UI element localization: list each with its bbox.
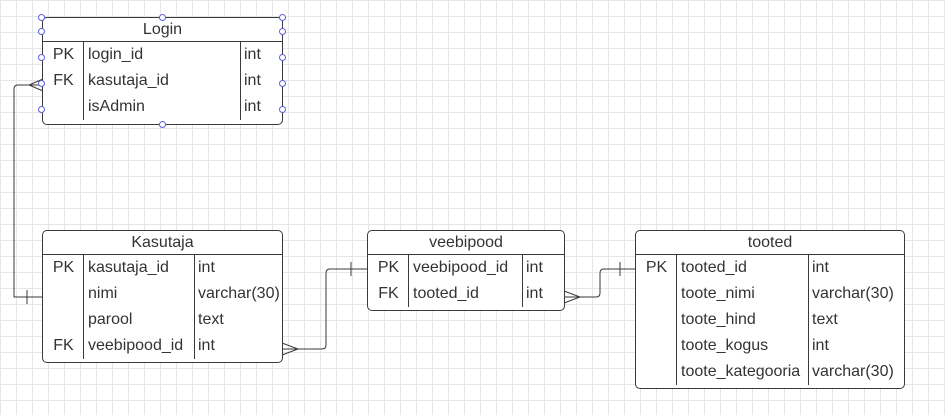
field-type: int bbox=[198, 337, 215, 354]
connector-tooted-veebipood[interactable] bbox=[563, 262, 636, 304]
key-label bbox=[43, 307, 84, 333]
selection-handle[interactable] bbox=[38, 28, 45, 35]
entity-title: tooted bbox=[636, 231, 904, 255]
entity-fields: PK login_id int FK kasutaja_id int isAdm… bbox=[43, 42, 282, 120]
key-label: PK bbox=[377, 259, 400, 276]
field-name: kasutaja_id bbox=[88, 259, 169, 276]
field-type: text bbox=[812, 311, 838, 328]
field-row[interactable]: toote_nimi varchar(30) bbox=[636, 281, 904, 307]
field-type: int bbox=[812, 337, 829, 354]
selection-handle[interactable] bbox=[38, 106, 45, 113]
selection-handle[interactable] bbox=[279, 54, 286, 61]
key-label: FK bbox=[53, 337, 74, 354]
crowfoot-marker bbox=[281, 342, 300, 356]
key-label: PK bbox=[52, 46, 75, 63]
entity-title: veebipood bbox=[368, 231, 564, 255]
entity-title: Kasutaja bbox=[43, 231, 282, 255]
key-label: PK bbox=[645, 259, 668, 276]
field-row[interactable]: PK login_id int bbox=[43, 42, 282, 68]
key-label: FK bbox=[53, 72, 74, 89]
field-name: toote_nimi bbox=[681, 285, 755, 302]
field-name: toote_hind bbox=[681, 311, 756, 328]
key-label bbox=[636, 307, 677, 333]
field-row[interactable]: isAdmin int bbox=[43, 94, 282, 120]
selection-handle[interactable] bbox=[159, 14, 166, 21]
key-label bbox=[43, 94, 84, 120]
key-label bbox=[636, 359, 677, 385]
field-row[interactable]: PK veebipood_id int bbox=[368, 255, 564, 281]
key-label: PK bbox=[52, 259, 75, 276]
field-type: varchar(30) bbox=[812, 363, 894, 380]
column-divider bbox=[408, 255, 409, 307]
field-name: veebipood_id bbox=[88, 337, 184, 354]
entity-fields: PK veebipood_id int FK tooted_id int bbox=[368, 255, 564, 307]
column-divider bbox=[83, 42, 84, 120]
field-type: int bbox=[244, 46, 261, 63]
connector-veebipood-kasutaja[interactable] bbox=[281, 262, 368, 356]
field-row[interactable]: FK kasutaja_id int bbox=[43, 68, 282, 94]
field-name: login_id bbox=[88, 46, 144, 63]
column-divider bbox=[522, 255, 523, 307]
entity-kasutaja[interactable]: Kasutaja PK kasutaja_id int nimi varchar… bbox=[42, 230, 283, 363]
column-divider bbox=[808, 255, 809, 385]
connector-path bbox=[13, 84, 43, 298]
column-divider bbox=[83, 255, 84, 359]
selection-handle[interactable] bbox=[159, 121, 166, 128]
field-name: nimi bbox=[88, 285, 118, 302]
field-row[interactable]: toote_hind text bbox=[636, 307, 904, 333]
field-type: int bbox=[526, 285, 543, 302]
selection-handle[interactable] bbox=[38, 54, 45, 61]
field-name: veebipood_id bbox=[413, 259, 509, 276]
field-type: varchar(30) bbox=[198, 285, 280, 302]
field-type: text bbox=[198, 311, 224, 328]
field-type: int bbox=[244, 98, 261, 115]
key-label bbox=[43, 281, 84, 307]
field-row[interactable]: toote_kogus int bbox=[636, 333, 904, 359]
field-name: toote_kogus bbox=[681, 337, 769, 354]
field-name: kasutaja_id bbox=[88, 72, 169, 89]
field-type: int bbox=[812, 259, 829, 276]
field-row[interactable]: FK veebipood_id int bbox=[43, 333, 282, 359]
entity-fields: PK tooted_id int toote_nimi varchar(30) … bbox=[636, 255, 904, 385]
field-name: isAdmin bbox=[88, 98, 145, 115]
selection-handle[interactable] bbox=[279, 14, 286, 21]
column-divider bbox=[676, 255, 677, 385]
selection-handle[interactable] bbox=[38, 80, 45, 87]
connector-path bbox=[282, 268, 368, 350]
field-row[interactable]: PK kasutaja_id int bbox=[43, 255, 282, 281]
field-name: parool bbox=[88, 311, 133, 328]
entity-title: Login bbox=[43, 18, 282, 42]
connector-kasutaja-login[interactable] bbox=[13, 78, 44, 304]
field-type: varchar(30) bbox=[812, 285, 894, 302]
entity-tooted[interactable]: tooted PK tooted_id int toote_nimi varch… bbox=[635, 230, 905, 389]
key-label bbox=[636, 281, 677, 307]
field-type: int bbox=[244, 72, 261, 89]
entity-veebipood[interactable]: veebipood PK veebipood_id int FK tooted_… bbox=[367, 230, 565, 311]
field-row[interactable]: FK tooted_id int bbox=[368, 281, 564, 307]
field-name: tooted_id bbox=[681, 259, 747, 276]
field-type: int bbox=[526, 259, 543, 276]
field-row[interactable]: toote_kategooria varchar(30) bbox=[636, 359, 904, 385]
column-divider bbox=[240, 42, 241, 120]
key-label: FK bbox=[378, 285, 399, 302]
entity-fields: PK kasutaja_id int nimi varchar(30) paro… bbox=[43, 255, 282, 359]
crowfoot-marker bbox=[563, 290, 582, 304]
field-name: tooted_id bbox=[413, 285, 479, 302]
column-divider bbox=[194, 255, 195, 359]
selection-handle[interactable] bbox=[279, 80, 286, 87]
field-row[interactable]: PK tooted_id int bbox=[636, 255, 904, 281]
field-name: toote_kategooria bbox=[681, 363, 801, 380]
selection-handle[interactable] bbox=[279, 106, 286, 113]
selection-handle[interactable] bbox=[279, 28, 286, 35]
key-label bbox=[636, 333, 677, 359]
field-type: int bbox=[198, 259, 215, 276]
field-row[interactable]: nimi varchar(30) bbox=[43, 281, 282, 307]
entity-login[interactable]: Login PK login_id int FK kasutaja_id int… bbox=[42, 17, 283, 125]
selection-handle[interactable] bbox=[38, 14, 45, 21]
field-row[interactable]: parool text bbox=[43, 307, 282, 333]
connector-path bbox=[564, 268, 636, 298]
